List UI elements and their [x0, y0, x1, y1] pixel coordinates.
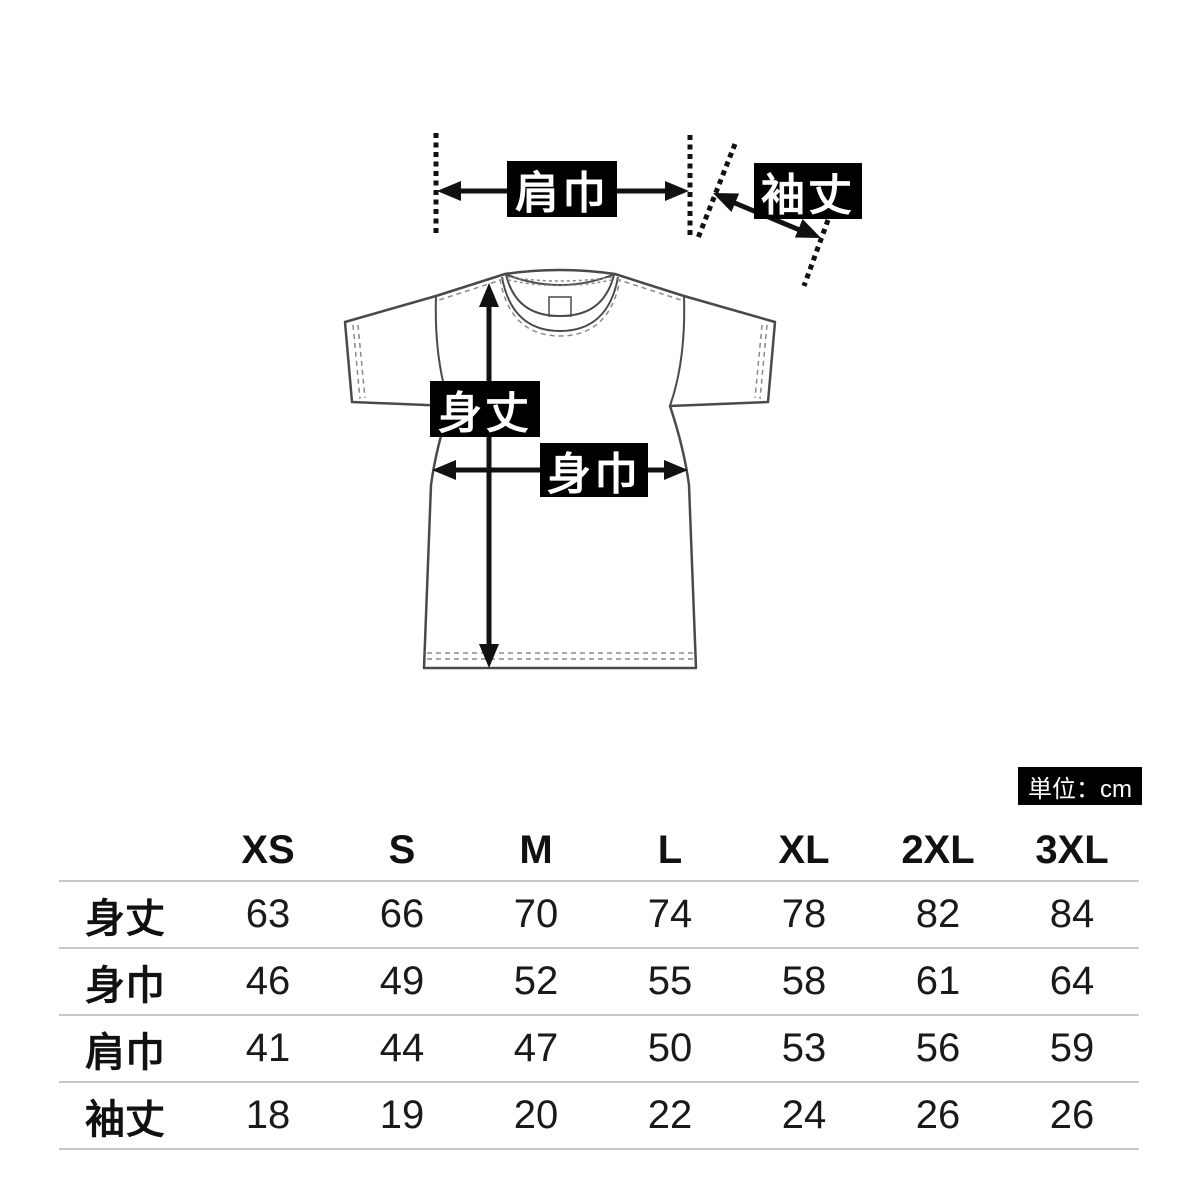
label-shoulder-width: 肩巾 — [507, 161, 617, 218]
cell: 61 — [915, 959, 961, 1003]
size-table-header-row: XS S M L XL 2XL 3XL — [59, 820, 1139, 880]
cell: 49 — [379, 959, 425, 1003]
col-header: S — [388, 827, 416, 872]
col-header: M — [519, 827, 553, 872]
cell: 63 — [245, 892, 291, 936]
row-label: 身丈 — [85, 896, 165, 941]
table-row: 肩巾 41 44 47 50 53 56 59 — [59, 1014, 1139, 1081]
cell: 70 — [513, 892, 559, 936]
unit-badge: 単位：cm — [1018, 767, 1142, 805]
stitch-lines — [352, 276, 768, 660]
cell: 47 — [513, 1026, 559, 1070]
cell: 26 — [1049, 1093, 1095, 1137]
table-row: 身巾 46 49 52 55 58 61 64 — [59, 947, 1139, 1014]
table-row: 袖丈 18 19 20 22 24 26 26 — [59, 1081, 1139, 1150]
cell: 18 — [245, 1093, 291, 1137]
row-label: 身巾 — [85, 963, 165, 1008]
cell: 66 — [379, 892, 425, 936]
cell: 19 — [379, 1093, 425, 1137]
col-header: 2XL — [901, 827, 975, 872]
tshirt-measure-diagram — [343, 133, 831, 670]
col-header: XS — [241, 827, 295, 872]
unit-badge-text: 単位：cm — [1028, 775, 1132, 803]
cell: 82 — [915, 892, 961, 936]
table-row: 身丈 63 66 70 74 78 82 84 — [59, 880, 1139, 947]
label-body-width: 身巾 — [540, 443, 648, 499]
cell: 22 — [647, 1093, 693, 1137]
size-table: XS S M L XL 2XL 3XL 身丈 63 66 70 74 78 82… — [59, 820, 1139, 1150]
label-body-length: 身丈 — [430, 381, 540, 438]
guide-dotted-lines — [433, 133, 831, 287]
label-sleeve-length-text: 袖丈 — [761, 171, 855, 220]
cell: 50 — [647, 1026, 693, 1070]
cell: 44 — [379, 1026, 425, 1070]
cell: 78 — [781, 892, 827, 936]
label-body-length-text: 身丈 — [438, 389, 532, 438]
cell: 20 — [513, 1093, 559, 1137]
col-header: 3XL — [1035, 827, 1109, 872]
cell: 53 — [781, 1026, 827, 1070]
cell: 55 — [647, 959, 693, 1003]
cell: 64 — [1049, 959, 1095, 1003]
cell: 26 — [915, 1093, 961, 1137]
cell: 84 — [1049, 892, 1095, 936]
cell: 24 — [781, 1093, 827, 1137]
cell: 46 — [245, 959, 291, 1003]
label-body-width-text: 身巾 — [547, 450, 641, 499]
col-header: XL — [778, 827, 830, 872]
cell: 74 — [647, 892, 693, 936]
col-header: L — [657, 827, 683, 872]
cell: 52 — [513, 959, 559, 1003]
cell: 41 — [245, 1026, 291, 1070]
cell: 56 — [915, 1026, 961, 1070]
cell: 58 — [781, 959, 827, 1003]
row-label: 袖丈 — [85, 1097, 165, 1142]
row-label: 肩巾 — [85, 1030, 165, 1075]
cell: 59 — [1049, 1026, 1095, 1070]
label-shoulder-width-text: 肩巾 — [515, 169, 609, 218]
label-sleeve-length: 袖丈 — [754, 163, 862, 220]
